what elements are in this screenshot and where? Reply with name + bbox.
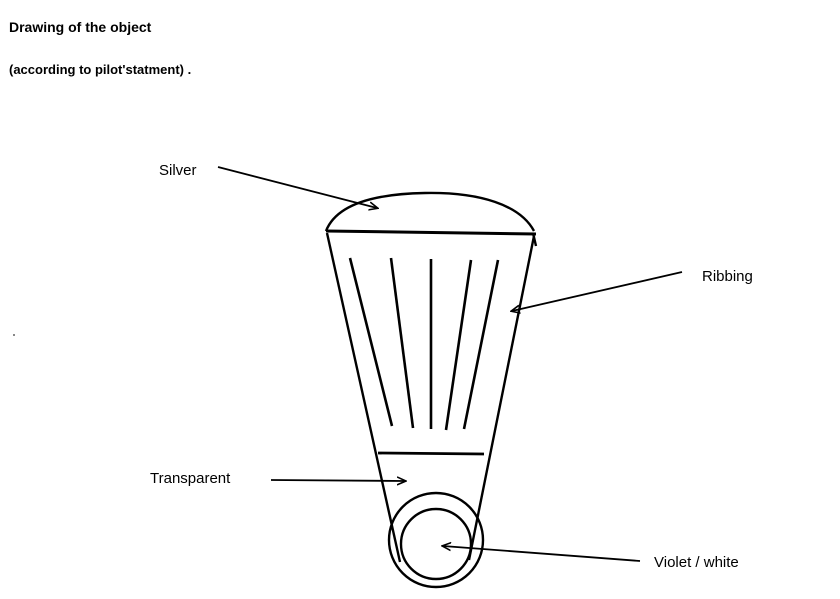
violet-outer-circle xyxy=(387,491,485,589)
silver-arrow xyxy=(217,166,377,208)
silver-dome xyxy=(324,191,536,232)
body-right-edge xyxy=(467,235,536,561)
violet-arrow xyxy=(443,546,641,562)
document-title: Drawing of the object xyxy=(9,19,152,35)
rib-line-4 xyxy=(444,259,473,431)
dome-base-line xyxy=(325,229,537,236)
body-left-edge xyxy=(325,232,402,563)
label-silver: Silver xyxy=(159,162,197,179)
label-violet-white: Violet / white xyxy=(654,554,739,571)
ribbing-arrow xyxy=(512,271,683,311)
rib-line-1 xyxy=(348,257,394,427)
transparent-divider xyxy=(377,451,485,456)
label-transparent: Transparent xyxy=(150,470,231,487)
stray-mark xyxy=(13,334,15,336)
label-ribbing: Ribbing xyxy=(702,268,753,285)
violet-inner-circle xyxy=(399,507,473,581)
transparent-arrow xyxy=(270,480,405,481)
rib-line-5 xyxy=(462,259,500,430)
document-subtitle: (according to pilot'statment) . xyxy=(9,62,192,77)
rib-line-2 xyxy=(389,257,415,429)
